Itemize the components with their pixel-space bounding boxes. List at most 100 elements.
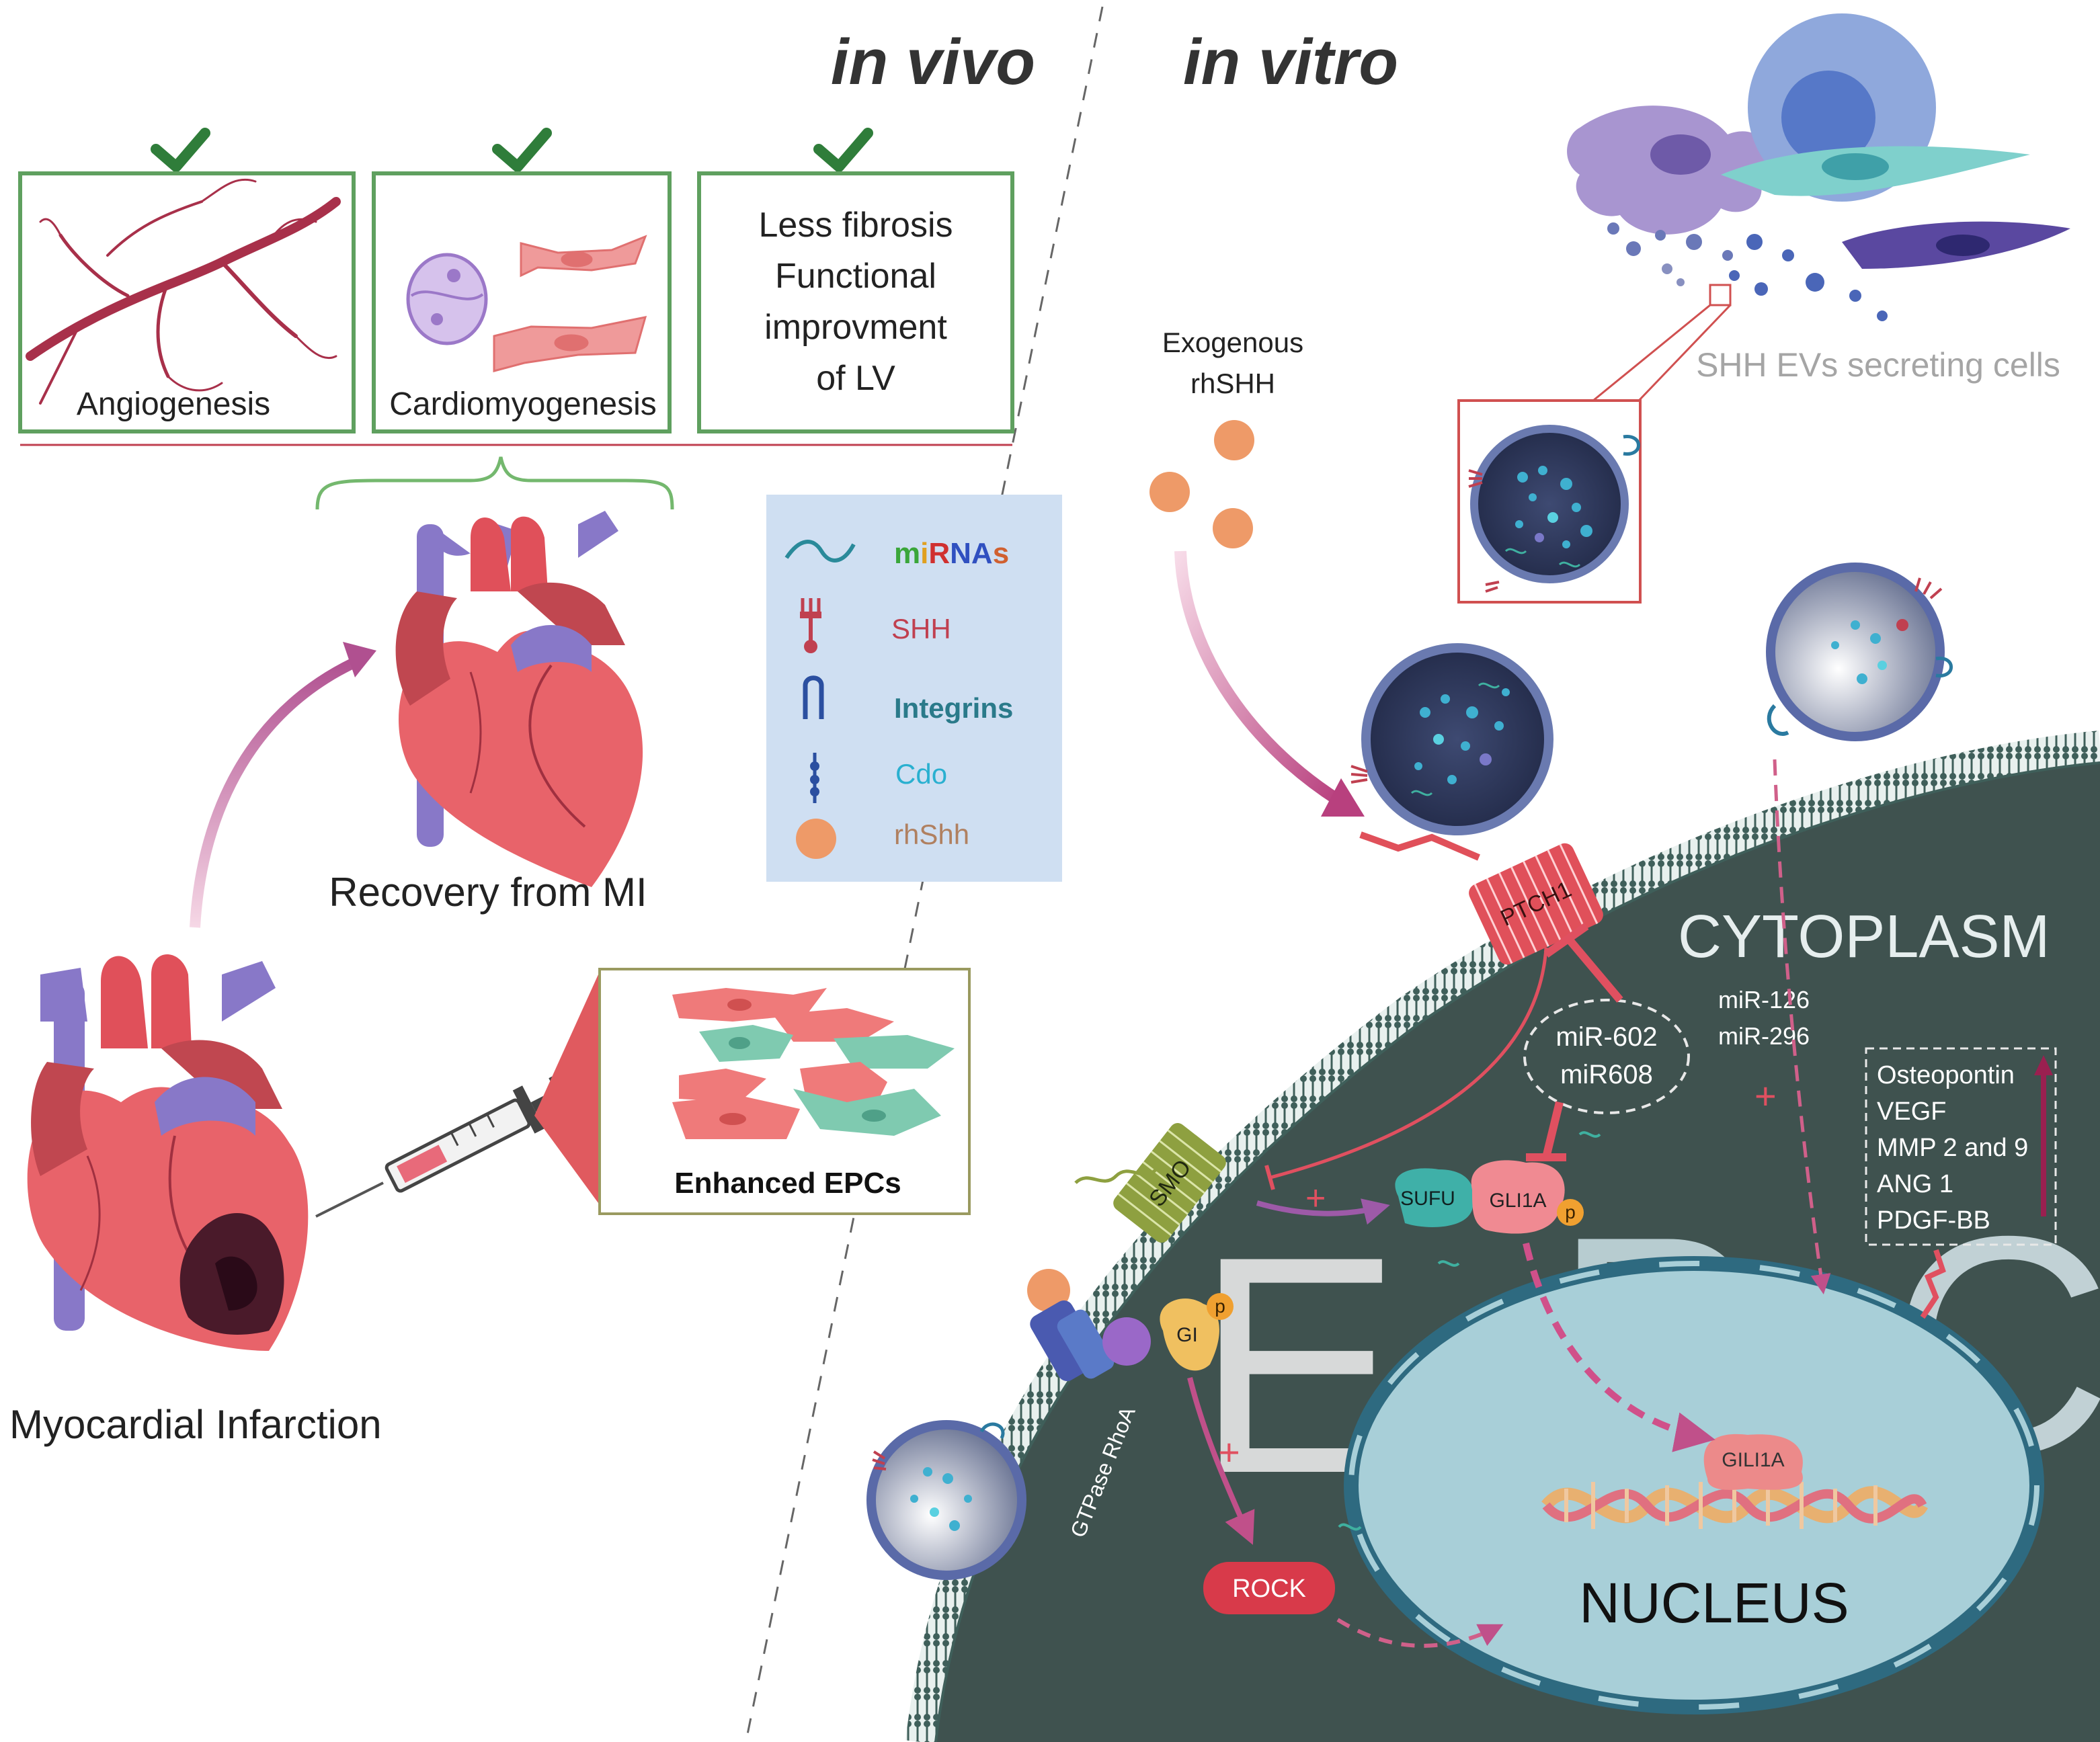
check-icon — [813, 128, 873, 172]
vesicle-highlight-box — [1709, 284, 1732, 306]
gili1a-protein — [1703, 1434, 1803, 1490]
recovery-arrowhead — [343, 642, 376, 677]
sufu-label: SUFU — [1400, 1188, 1455, 1210]
legend: miRNAs SHH Integrins Cdo rhShh — [766, 495, 1062, 882]
rhshh-particle — [1149, 472, 1190, 512]
plus-sign: + — [1305, 1179, 1326, 1218]
zoomed-vesicle — [1457, 399, 1642, 604]
docked-vesicle — [1350, 643, 1553, 835]
plus-sign: + — [1218, 1431, 1240, 1473]
check-icon — [151, 128, 210, 172]
exogenous-line-2: rhSHH — [1190, 368, 1275, 399]
mir-608-label: miR608 — [1560, 1060, 1653, 1089]
inhibition-bar — [1264, 1165, 1275, 1190]
factor-mmp: MMP 2 and 9 — [1877, 1134, 2028, 1162]
factor-osteopontin: Osteopontin — [1877, 1061, 2015, 1089]
syringe-icon — [315, 1073, 575, 1218]
mi-label: Myocardial Infarction — [9, 1402, 382, 1447]
gi-rock-arrow — [1187, 1377, 1255, 1545]
rhshh-arrow — [1174, 550, 1341, 805]
fusing-vesicle — [1766, 563, 1953, 741]
nucleus-label: NUCLEUS — [1579, 1571, 1849, 1634]
sufu-protein — [1395, 1168, 1474, 1227]
factors-link — [1920, 1249, 1946, 1319]
upregulation-arrowhead — [2034, 1055, 2053, 1075]
mir-gli1a-inhibition — [1542, 1101, 1564, 1159]
gi-label: GI — [1176, 1324, 1198, 1346]
factor-ang1: ANG 1 — [1877, 1170, 1953, 1198]
nucleus — [1344, 1256, 2044, 1714]
fibrosis-line-2: Functional — [775, 257, 936, 296]
gi-p-label: p — [1215, 1296, 1225, 1317]
gli1a-protein — [1471, 1160, 1565, 1234]
mirna-squiggle — [1338, 1523, 1362, 1531]
angiogenesis-panel: Angiogenesis — [18, 171, 356, 433]
cytoplasm-label: CYTOPLASM — [1678, 903, 2050, 970]
cardiomyogenesis-panel: Cardiomyogenesis — [372, 171, 672, 433]
in-vitro-title: in vitro — [1183, 26, 1398, 98]
epc-cells-icon — [672, 988, 955, 1139]
ptch1-smo-inhibition — [1270, 947, 1548, 1179]
cardiomyogenesis-label: Cardiomyogenesis — [389, 386, 657, 422]
inhibition-bar — [1543, 923, 1589, 958]
rock-label: ROCK — [1232, 1575, 1306, 1603]
phospho-badge — [1207, 1293, 1234, 1320]
secreted-factors-box — [1865, 1047, 2057, 1246]
zoom-line — [1638, 304, 1732, 402]
fibrosis-line-1: Less fibrosis — [759, 206, 953, 245]
check-icon — [492, 128, 552, 172]
mirna-inhibitor-group — [1523, 999, 1690, 1114]
integrin-icon — [803, 675, 824, 719]
magnify-cone — [534, 974, 598, 1203]
enhanced-epc-panel: Enhanced EPCs — [598, 968, 971, 1215]
dna-icon — [1541, 1482, 1929, 1529]
gli1a-label: GLI1A — [1489, 1190, 1546, 1212]
rhshh-icon — [796, 819, 836, 859]
entering-vesicle — [866, 1420, 1026, 1580]
fibrosis-line-3: improvment — [764, 308, 947, 347]
sufu-gli1a-complex: SUFU GLI1A p — [1395, 1160, 1584, 1267]
recovery-label: Recovery from MI — [329, 870, 647, 915]
secreting-cells-icon — [1567, 13, 2070, 321]
shh-icon — [800, 598, 821, 653]
factor-pdgf: PDGF-BB — [1877, 1206, 1990, 1235]
cdo-icon — [810, 753, 819, 803]
gli1a-p-label: p — [1565, 1202, 1576, 1222]
rhshh-particle — [1213, 508, 1253, 548]
secreting-cells-label: SHH EVs secreting cells — [1696, 346, 2060, 384]
mirna-squiggle — [1578, 1131, 1601, 1138]
rhshh-particle — [1214, 420, 1254, 460]
legend-shh-label: SHH — [891, 613, 951, 645]
cardiomyocyte-icon — [493, 235, 647, 372]
gili1a-label: GILI1A — [1722, 1449, 1784, 1471]
in-vivo-title: in vivo — [831, 26, 1035, 98]
ptch1-ligand-arm — [1359, 831, 1480, 861]
gtpase-rhoa-complex — [1027, 1269, 1151, 1382]
mir-126-label: miR-126 — [1718, 986, 1810, 1013]
smo-receptor: SMO — [1113, 1123, 1226, 1243]
mir-602-label: miR-602 — [1556, 1022, 1657, 1052]
infarcted-heart-icon — [27, 954, 309, 1351]
blood-vessel-icon — [26, 178, 341, 405]
mir-activation-arrow — [1773, 759, 1831, 1294]
gli1a-nucleus-arrow — [1523, 1242, 1715, 1452]
legend-rhshh-label: rhShh — [894, 819, 969, 850]
mirna-icon — [784, 540, 856, 563]
phospho-badge — [1557, 1199, 1584, 1226]
legend-integrins-label: Integrins — [894, 692, 1013, 724]
rhshh-arrowhead — [1321, 778, 1365, 817]
zoom-line — [1592, 304, 1711, 402]
legend-cdo-label: Cdo — [895, 758, 947, 790]
fibrosis-line-4: of LV — [816, 359, 895, 398]
rock-nucleus-arrow — [1336, 1618, 1504, 1648]
recovery-arrow — [190, 653, 366, 928]
factor-vegf: VEGF — [1877, 1097, 1946, 1126]
smo-sufu-arrow — [1256, 1198, 1390, 1225]
legend-mirna-label: miRNAs — [894, 537, 1009, 570]
mir-296-label: miR-296 — [1718, 1022, 1810, 1050]
recovered-heart-icon — [395, 511, 643, 887]
gi-protein — [1160, 1298, 1219, 1371]
exogenous-line-1: Exogenous — [1162, 327, 1303, 358]
fibrosis-panel: Less fibrosis Functional improvment of L… — [697, 171, 1014, 433]
angiogenesis-label: Angiogenesis — [77, 386, 270, 422]
